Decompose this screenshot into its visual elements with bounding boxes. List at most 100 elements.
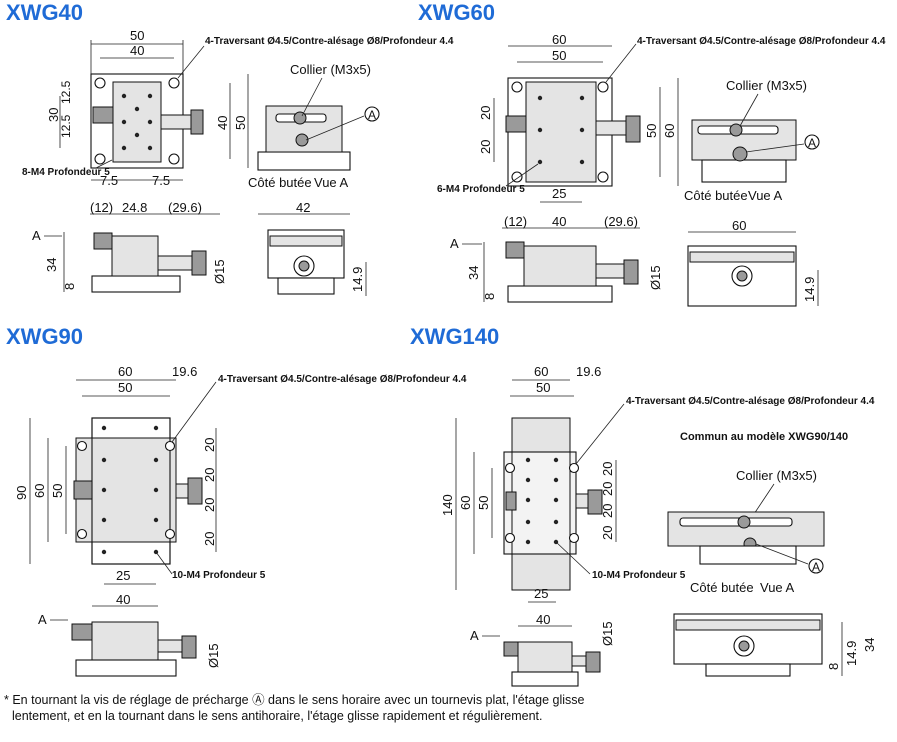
- xwg90-title: XWG90: [6, 324, 83, 349]
- xwg60-lock-knob: [505, 115, 527, 133]
- xwg60-dim-40: 40: [552, 214, 566, 229]
- xwg40-dim-12-5b: 12.5: [59, 114, 73, 138]
- xwg140-mount-hole: [568, 532, 580, 544]
- xwg40-dim-50: 50: [130, 28, 144, 43]
- xwg60-dim-d15: Ø15: [648, 265, 663, 290]
- xwg60-dim-8: 8: [482, 293, 497, 300]
- xwg40-dim-50v: 50: [233, 116, 248, 130]
- xwg90-dim-20c: 20: [202, 498, 217, 512]
- xwg90-dim-50: 50: [118, 380, 132, 395]
- xwg90-dim-20b: 20: [202, 468, 217, 482]
- xwg40-lock-knob: [92, 106, 114, 124]
- xwg90-dim-20d: 20: [202, 532, 217, 546]
- xwg60-cote-label: Côté butée: [684, 188, 748, 203]
- xwg60-dim-50v: 50: [644, 124, 659, 138]
- xwg40-front-micrometer-core: [298, 260, 310, 272]
- xwg90-dim-40: 40: [116, 592, 130, 607]
- xwg60-preload-screw: [732, 146, 748, 162]
- xwg60-mount-hole: [597, 171, 609, 183]
- common-collier-slot: [679, 517, 793, 527]
- xwg140-side-base: [511, 671, 579, 687]
- xwg40-side-knob: [93, 232, 113, 250]
- xwg60-dim-20b: 20: [478, 140, 493, 154]
- xwg90-side-micrometer: [157, 639, 183, 653]
- xwg140-dim-20a: 20: [600, 462, 615, 476]
- xwg90-mount-hole: [76, 440, 88, 452]
- common-front-scale: [675, 619, 821, 631]
- xwg40-vue-label: Vue A: [314, 175, 349, 190]
- common-title: Commun au modèle XWG90/140: [680, 431, 848, 443]
- xwg90-mount-hole: [164, 528, 176, 540]
- xwg60-side-stage: [523, 245, 597, 287]
- xwg90-dim-90: 90: [14, 486, 29, 500]
- footnote-line-2: lentement, et en la tournant dans le sen…: [12, 709, 542, 723]
- xwg40-circle-a-label: A: [368, 108, 376, 122]
- xwg40-dim-7-5b: 7.5: [152, 173, 170, 188]
- common-dim-14-9: 14.9: [844, 641, 859, 666]
- xwg40-cote-label: Côté butée: [248, 175, 312, 190]
- common-cote-label: Côté butée: [690, 580, 754, 595]
- xwg40-dim-12: (12): [90, 200, 113, 215]
- xwg60-mount-hole: [511, 171, 523, 183]
- xwg140-side-micrometer-knob: [585, 651, 601, 673]
- xwg140-dim-19-6: 19.6: [576, 364, 601, 379]
- xwg60-dim-60v: 60: [662, 124, 677, 138]
- xwg90-side-micrometer-knob: [181, 635, 197, 659]
- xwg60-dim-20a: 20: [478, 106, 493, 120]
- common-front-micrometer-core: [738, 640, 750, 652]
- common-dim-34: 34: [862, 638, 877, 652]
- xwg90-micrometer-knob: [187, 477, 203, 505]
- xwg60-m4-holes: [537, 95, 585, 165]
- xwg40-dim-24-8: 24.8: [122, 200, 147, 215]
- xwg90-block: XWG90 60 50 19.6 90 60 50 20 20 20: [6, 324, 467, 677]
- xwg40-collier-screw: [293, 111, 307, 125]
- common-circle-a-label: A: [812, 560, 820, 574]
- xwg140-dim-50v: 50: [476, 496, 491, 510]
- xwg90-side-knob: [71, 623, 93, 641]
- xwg40-micrometer-knob: [190, 109, 204, 135]
- xwg40-mount-hole: [168, 153, 180, 165]
- xwg40-dim-42: 42: [296, 200, 310, 215]
- xwg140-dim-140: 140: [440, 494, 455, 516]
- xwg40-dim-40v: 40: [215, 116, 230, 130]
- xwg140-note-holes: 4-Traversant Ø4.5/Contre-alésage Ø8/Prof…: [626, 396, 875, 407]
- xwg60-side-micrometer-knob: [623, 259, 639, 285]
- xwg140-note-m4: 10-M4 Profondeur 5: [592, 570, 686, 581]
- xwg60-dim-60: 60: [552, 32, 566, 47]
- xwg40-note-m4: 8-M4 Profondeur 5: [22, 167, 110, 178]
- xwg90-dim-19-6: 19.6: [172, 364, 197, 379]
- xwg40-mount-hole: [94, 153, 106, 165]
- xwg90-side-stage: [91, 621, 159, 661]
- xwg60-side-micrometer: [595, 263, 625, 279]
- xwg140-dim-40: 40: [536, 612, 550, 627]
- xwg60-mount-hole: [511, 81, 523, 93]
- common-collier-label: Collier (M3x5): [736, 468, 817, 483]
- common-block: Commun au modèle XWG90/140 Collier (M3x5…: [667, 431, 877, 677]
- xwg60-front-scale: [689, 251, 795, 263]
- xwg60-front-micrometer-core: [736, 270, 748, 282]
- xwg40-dim-7-5a: 7.5: [100, 173, 118, 188]
- xwg60-title: XWG60: [418, 0, 495, 25]
- xwg140-micrometer: [575, 493, 589, 509]
- xwg140-dim-d15: Ø15: [600, 621, 615, 646]
- xwg40-end-base: [257, 151, 351, 171]
- xwg140-mount-hole: [504, 462, 516, 474]
- xwg60-dim-25: 25: [552, 186, 566, 201]
- xwg40-circle-a: [364, 106, 380, 122]
- xwg140-dim-25: 25: [534, 586, 548, 601]
- xwg60-collier-screw: [729, 123, 743, 137]
- xwg90-dim-60: 60: [118, 364, 132, 379]
- xwg60-note-holes: 4-Traversant Ø4.5/Contre-alésage Ø8/Prof…: [637, 36, 886, 47]
- xwg140-block: XWG140 60 50 19.6 140 60 50 20 20 20: [410, 324, 875, 687]
- xwg140-side-knob: [503, 641, 519, 657]
- common-circle-a: [808, 558, 824, 574]
- xwg40-side-base: [91, 275, 181, 293]
- xwg140-dim-20d: 20: [600, 526, 615, 540]
- xwg90-dim-25: 25: [116, 568, 130, 583]
- xwg40-dim-34: 34: [44, 258, 59, 272]
- xwg40-note-holes: 4-Traversant Ø4.5/Contre-alésage Ø8/Prof…: [205, 36, 454, 47]
- xwg90-micrometer: [175, 483, 189, 499]
- xwg140-lock-knob: [505, 491, 517, 511]
- xwg40-arrow-a: A: [32, 228, 41, 243]
